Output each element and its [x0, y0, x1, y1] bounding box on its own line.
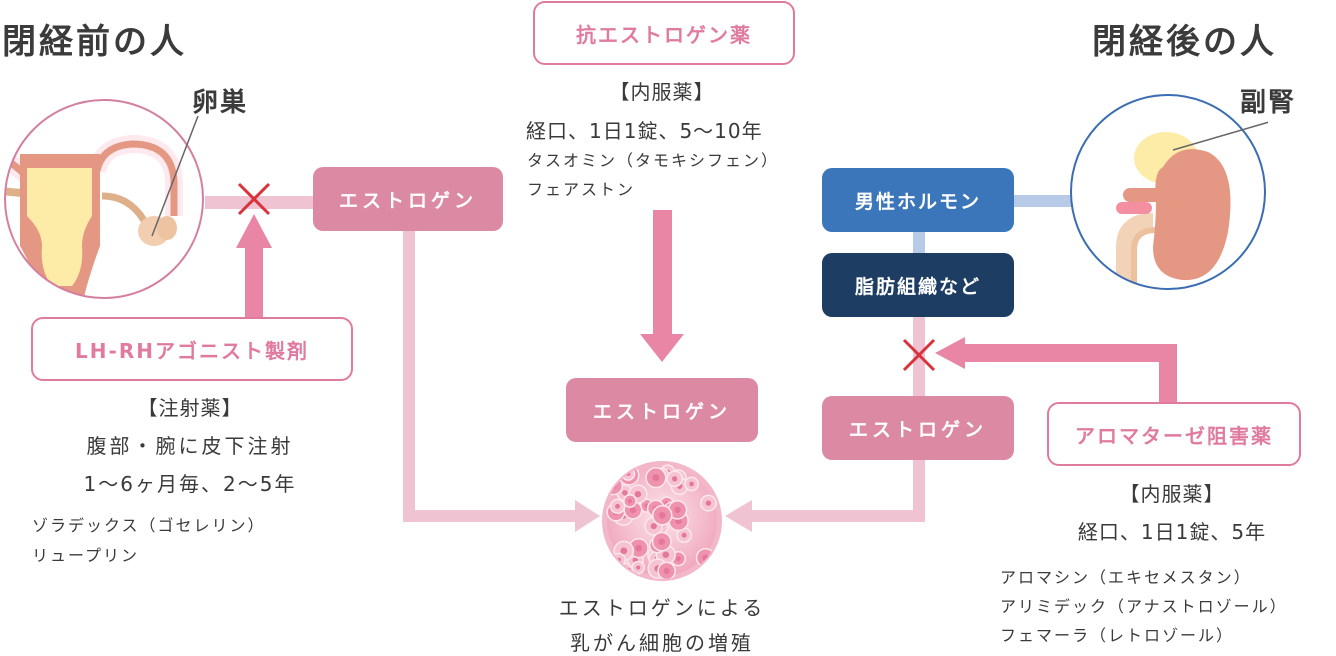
aromatase-drug-name-2: アリミデック（アナストロゾール） — [1000, 597, 1288, 616]
cell-nucleus-mark — [675, 556, 681, 562]
estrogen-box-center: エストロゲン — [566, 378, 758, 442]
arrowhead-left-to-cell — [575, 500, 600, 532]
antiestrogen-type: 【内服薬】 — [609, 80, 715, 104]
aromatase-inhibitor-box: アロマターゼ阻害薬 — [1047, 402, 1301, 466]
label-ovary: 卵巣 — [192, 88, 249, 118]
post-estrogen-to-cell-line — [745, 460, 925, 522]
label-adrenal: 副腎 — [1240, 88, 1297, 118]
adipose-tissue-box: 脂肪組織など — [822, 253, 1014, 317]
cell-nucleus-mark — [636, 565, 641, 570]
heading-postmenopause: 閉経後の人 — [1092, 22, 1277, 62]
cell-nucleus-mark — [652, 474, 660, 482]
lhrh-agonist-box: LH-RHアゴニスト製剤 — [31, 317, 353, 381]
arrowhead-right-to-cell — [725, 500, 752, 532]
cell-nucleus-mark — [681, 532, 687, 538]
cell-nucleus-mark — [658, 538, 665, 545]
lhrh-arrow-shaft — [245, 245, 263, 320]
antiestrogen-drug-name-1: タスオミン（タモキシフェン） — [527, 151, 780, 170]
cell-nucleus-mark — [629, 507, 637, 514]
cell-nucleus-mark — [663, 567, 670, 574]
cell-nucleus-mark — [671, 476, 678, 482]
antiestrogen-box: 抗エストロゲン薬 — [533, 1, 795, 65]
lhrh-drug-name-2: リュープリン — [32, 546, 140, 565]
androgen-adipose-line — [913, 230, 925, 254]
adrenal-androgen-line — [1013, 195, 1073, 207]
antiestrogen-drug-name-2: フェアストン — [527, 180, 636, 199]
cell-nucleus-mark — [705, 500, 712, 506]
aromatase-drug-name-1: アロマシン（エキセメスタン） — [1000, 568, 1252, 587]
lhrh-line-1: 腹部・腕に皮下注射 — [86, 434, 294, 458]
breast-cancer-cells-icon — [602, 461, 722, 581]
kidney-adrenal-illustration — [1070, 94, 1268, 290]
cell-nucleus-mark — [615, 503, 620, 509]
antiestrogen-arrow-shaft — [653, 210, 672, 338]
pre-estrogen-to-cell-line — [403, 230, 585, 522]
block-x-pre — [237, 182, 271, 216]
aromatase-line-1: 経口、1日1錠、5年 — [1077, 520, 1267, 544]
cell-nucleus-mark — [622, 490, 628, 496]
cell-nucleus-mark — [662, 551, 670, 559]
aromatase-drug-name-3: フェマーラ（レトロゾール） — [1000, 626, 1235, 645]
lhrh-arrowhead — [236, 214, 272, 248]
cell-nucleus-mark — [620, 547, 628, 555]
lhrh-line-2: 1〜6ヶ月毎、2〜5年 — [83, 472, 297, 496]
androgen-box: 男性ホルモン — [822, 168, 1014, 232]
antiestrogen-arrowhead — [640, 334, 684, 362]
lhrh-type: 【注射薬】 — [137, 396, 243, 420]
ovary-estrogen-line — [205, 196, 315, 209]
outcome-line-1: エストロゲンによる — [558, 596, 766, 620]
cell-nucleus-mark — [634, 491, 642, 498]
antiestrogen-line-1: 経口、1日1錠、5〜10年 — [526, 119, 763, 143]
cell-nucleus-mark — [658, 511, 666, 519]
cell-nucleus-mark — [650, 523, 657, 530]
uterus-ovary-illustration — [4, 99, 204, 299]
cell-nucleus-mark — [635, 544, 642, 552]
estrogen-box-pre: エストロゲン — [313, 167, 503, 231]
aromatase-arrowhead — [935, 337, 965, 369]
lhrh-drug-name-1: ゾラデックス（ゴセレリン） — [32, 516, 266, 535]
outcome-line-2: 乳がん細胞の増殖 — [570, 631, 754, 655]
block-x-post — [902, 338, 936, 372]
cell-nucleus-mark — [689, 481, 694, 487]
heading-premenopause: 閉経前の人 — [2, 22, 187, 62]
aromatase-type: 【内服薬】 — [1119, 482, 1225, 506]
aromatase-arrow-shaft — [955, 344, 1177, 402]
cell-nucleus-mark — [674, 506, 681, 514]
cell-nucleus-mark — [627, 498, 633, 504]
estrogen-box-post: エストロゲン — [822, 396, 1014, 460]
